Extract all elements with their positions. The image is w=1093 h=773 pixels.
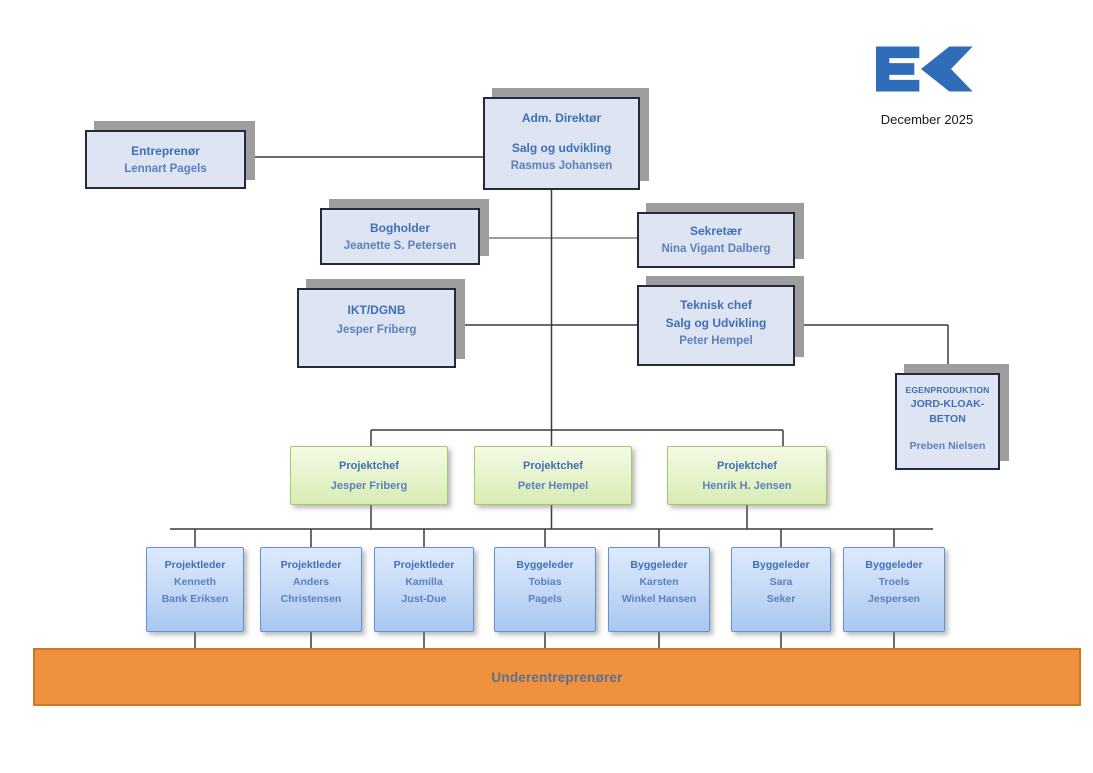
node-person-name: Just-Due	[401, 593, 447, 605]
node-person-name: Christensen	[280, 593, 342, 605]
node-title: Bogholder	[370, 220, 430, 235]
node-person-name: Pagels	[528, 593, 562, 605]
node-department: Salg og udvikling	[511, 141, 612, 155]
org-node-projektchef-3: Projektchef Henrik H. Jensen	[667, 446, 827, 505]
node-person-name: Tobias	[528, 576, 562, 588]
org-node-projektleder-kamilla: Projektleder Kamilla Just-Due	[374, 547, 474, 632]
org-node-projektleder-anders: Projektleder Anders Christensen	[260, 547, 362, 632]
node-title: Byggeleder	[865, 559, 923, 571]
node-person-name: Jesper Friberg	[330, 479, 408, 492]
underentreprenorer-label: Underentreprenører	[491, 669, 623, 685]
node-subtitle: BETON	[929, 413, 966, 425]
node-person-name: Henrik H. Jensen	[702, 479, 792, 492]
node-person-name: Anders	[292, 576, 330, 588]
node-title: Projektchef	[717, 459, 777, 472]
node-person-name: Rasmus Johansen	[510, 160, 613, 172]
org-node-entreprenor: Entreprenør Lennart Pagels	[85, 130, 246, 189]
node-person-name: Kamilla	[405, 576, 443, 588]
node-title: Adm. Direktør	[521, 111, 602, 125]
org-node-projektchef-2: Projektchef Peter Hempel	[474, 446, 632, 505]
node-person-name: Seker	[766, 593, 796, 605]
node-title: EGENPRODUKTION	[905, 385, 990, 395]
node-person-name: Bank Eriksen	[161, 593, 229, 605]
node-title: Entreprenør	[131, 143, 200, 158]
node-person-name: Sara	[769, 576, 793, 588]
org-node-ikt-dgnb: IKT/DGNB Jesper Friberg	[297, 288, 456, 368]
org-node-teknisk-chef: Teknisk chef Salg og Udvikling Peter Hem…	[637, 285, 795, 366]
node-person-name: Jespersen	[868, 593, 920, 605]
org-node-projektleder-kenneth: Projektleder Kenneth Bank Eriksen	[146, 547, 244, 632]
org-node-adm-direktor: Adm. Direktør Salg og udvikling Rasmus J…	[483, 97, 640, 190]
org-node-sekretaer: Sekretær Nina Vigant Dalberg	[637, 212, 795, 268]
node-person-name: Peter Hempel	[517, 479, 589, 492]
node-title: Projektleder	[393, 559, 455, 571]
node-title: Projektleder	[280, 559, 342, 571]
node-subtitle: JORD-KLOAK-	[910, 398, 985, 410]
underentreprenorer-bar: Underentreprenører	[33, 648, 1081, 706]
node-title: Sekretær	[689, 224, 743, 238]
org-node-bogholder: Bogholder Jeanette S. Petersen	[320, 208, 480, 265]
node-person-name: Winkel Hansen	[621, 593, 697, 605]
node-title: Projektchef	[339, 459, 399, 472]
node-department: Salg og Udvikling	[665, 316, 767, 330]
company-logo-ek-icon	[876, 46, 973, 92]
node-person-name: Karsten	[639, 576, 679, 588]
node-person-name: Preben Nielsen	[909, 440, 986, 452]
node-person-name: Nina Vigant Dalberg	[661, 243, 771, 255]
node-person-name: Jeanette S. Petersen	[343, 239, 457, 252]
org-node-projektchef-1: Projektchef Jesper Friberg	[290, 446, 448, 505]
date-label: December 2025	[880, 112, 974, 127]
org-node-egenproduktion: EGENPRODUKTION JORD-KLOAK- BETON Preben …	[895, 373, 1000, 470]
node-person-name: Peter Hempel	[679, 335, 753, 347]
org-node-byggeleder-sara: Byggeleder Sara Seker	[731, 547, 831, 632]
node-title: Byggeleder	[516, 559, 574, 571]
org-node-byggeleder-karsten: Byggeleder Karsten Winkel Hansen	[608, 547, 710, 632]
node-title: Byggeleder	[630, 559, 688, 571]
node-title: Projektchef	[523, 459, 583, 472]
node-title: IKT/DGNB	[347, 303, 406, 317]
node-person-name: Jesper Friberg	[336, 324, 417, 336]
node-person-name: Lennart Pagels	[124, 162, 207, 175]
org-node-byggeleder-tobias: Byggeleder Tobias Pagels	[494, 547, 596, 632]
node-title: Projektleder	[164, 559, 226, 571]
node-person-name: Troels	[878, 576, 910, 588]
node-person-name: Kenneth	[174, 576, 216, 588]
node-title: Byggeleder	[752, 559, 810, 571]
org-node-byggeleder-troels: Byggeleder Troels Jespersen	[843, 547, 945, 632]
node-title: Teknisk chef	[680, 298, 752, 312]
